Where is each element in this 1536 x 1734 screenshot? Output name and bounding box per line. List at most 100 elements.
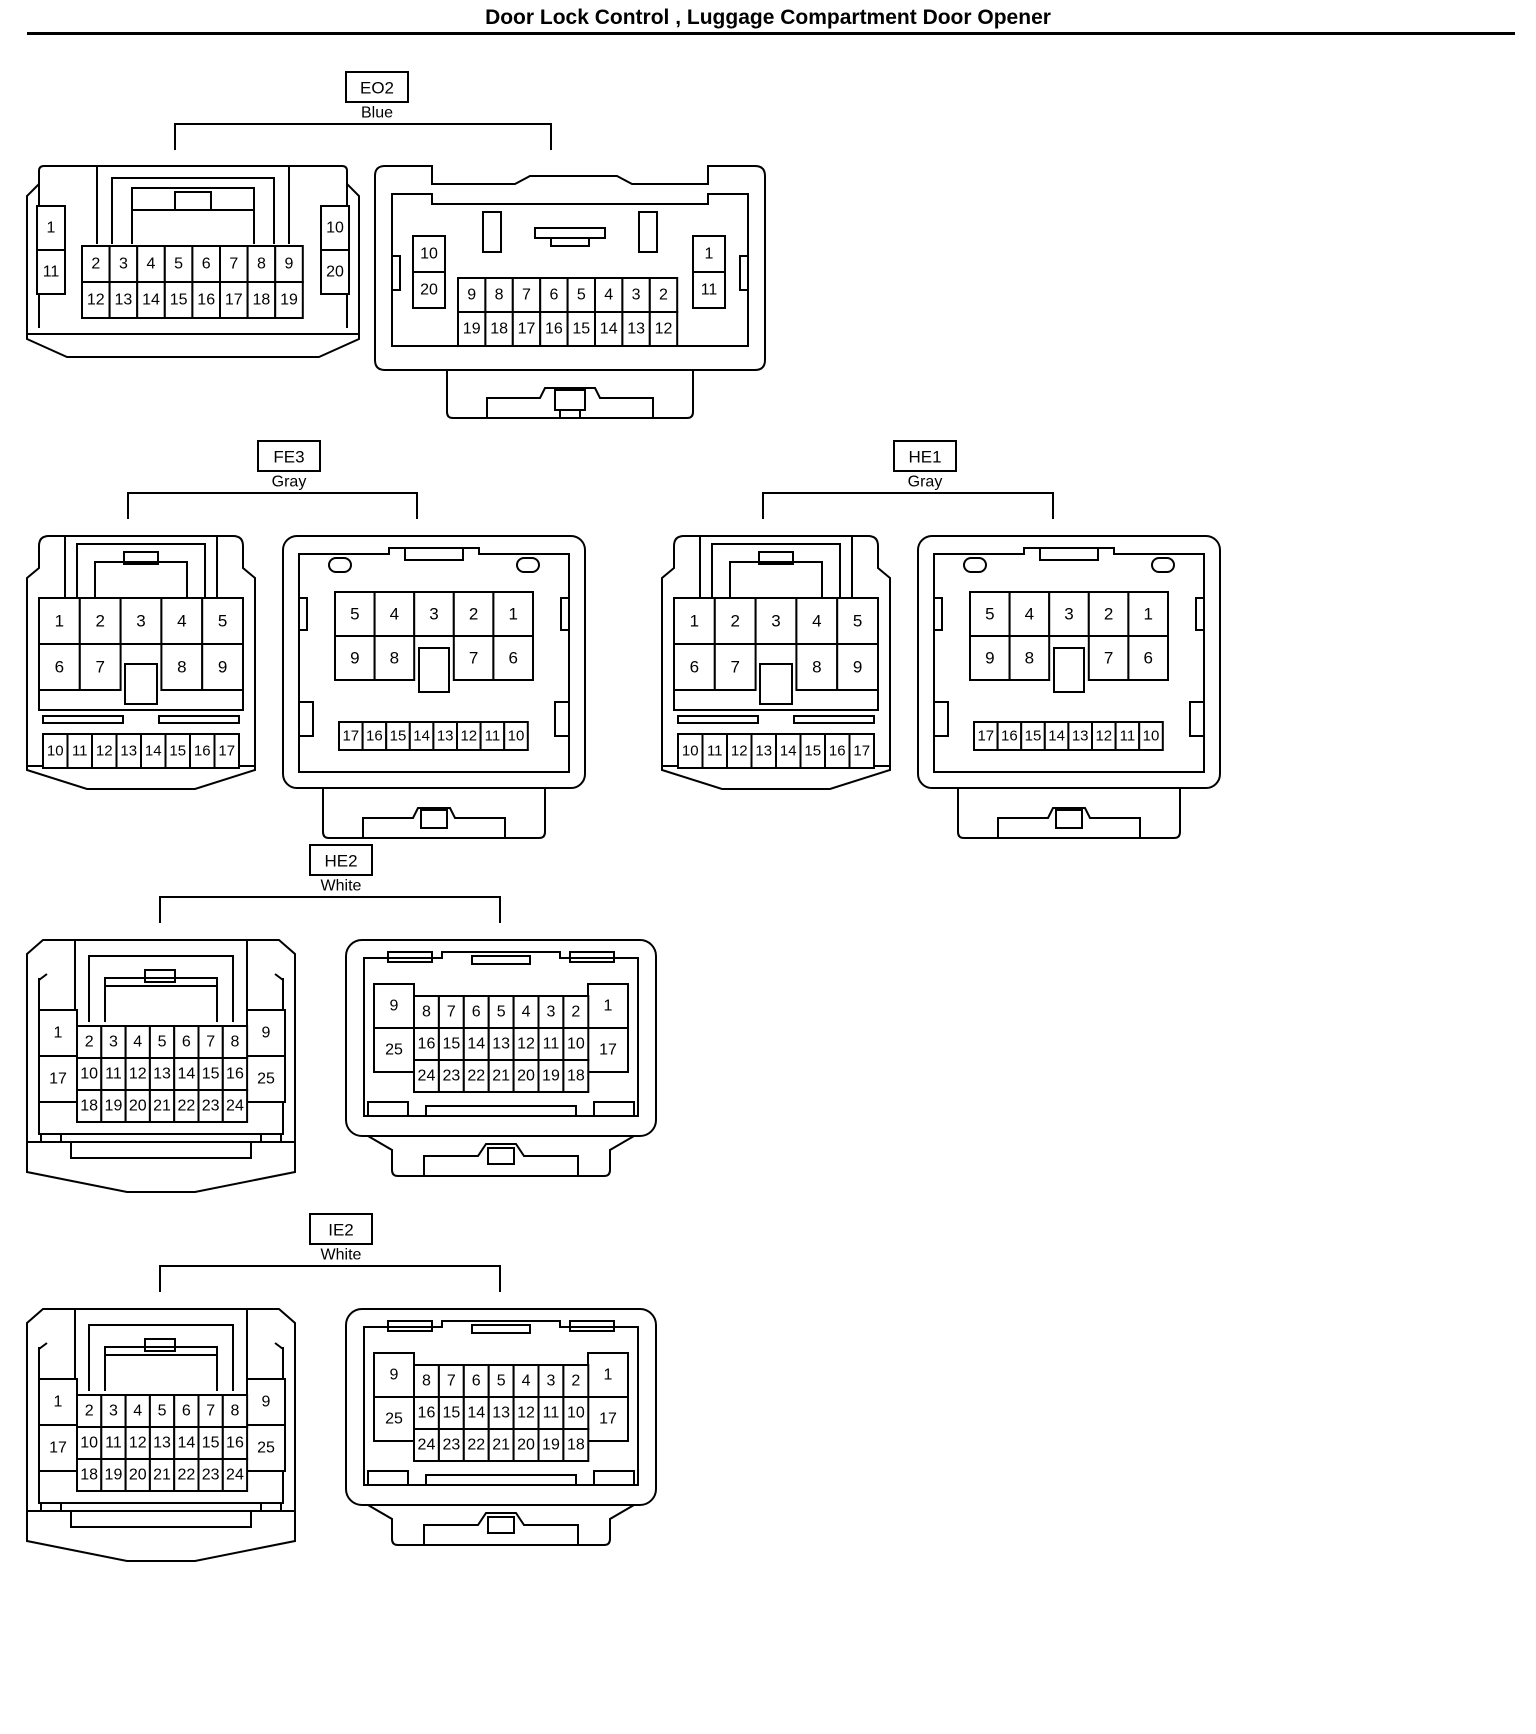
pin-number: 1 xyxy=(508,605,517,624)
pin-number: 17 xyxy=(977,728,994,745)
pin-cell xyxy=(412,271,446,309)
pin-cell xyxy=(38,643,81,691)
pin-number: 5 xyxy=(350,605,359,624)
pin-cell xyxy=(246,1009,286,1057)
pin-cell xyxy=(1138,721,1164,751)
pin-number: 19 xyxy=(280,292,298,309)
pin-number: 8 xyxy=(257,256,266,273)
bracket-line xyxy=(174,123,552,150)
pin-number: 6 xyxy=(472,1373,481,1390)
pin-number: 1 xyxy=(604,998,613,1015)
connector-code: FE3 xyxy=(273,448,304,467)
lock-housing xyxy=(367,1504,635,1546)
pin-number: 16 xyxy=(829,743,846,760)
pin-number: 19 xyxy=(105,1467,123,1484)
pin-number: 12 xyxy=(87,292,105,309)
pin-number: 15 xyxy=(202,1435,220,1452)
lock-lever xyxy=(362,807,506,838)
pin-number: 13 xyxy=(627,321,645,338)
latch-frame xyxy=(38,973,284,1010)
pin-number: 11 xyxy=(72,743,88,760)
lock-tab xyxy=(420,809,448,829)
pin-number: 17 xyxy=(49,1071,67,1088)
lock-lever xyxy=(486,387,654,418)
pin-cell xyxy=(537,1027,565,1061)
pin-number: 13 xyxy=(492,1036,510,1053)
pin-cell xyxy=(197,1458,224,1492)
pin-number: 2 xyxy=(91,256,100,273)
pin-number: 10 xyxy=(567,1036,585,1053)
pin-number: 10 xyxy=(326,220,344,237)
pin-number: 1 xyxy=(604,1367,613,1384)
pin-cell xyxy=(78,643,122,691)
pin-number: 24 xyxy=(226,1467,244,1484)
bottom-rail xyxy=(70,1141,252,1159)
pin-cell xyxy=(1127,635,1170,681)
pin-number: 2 xyxy=(571,1373,580,1390)
pin-cell xyxy=(795,597,839,645)
pin-number: 20 xyxy=(129,1467,147,1484)
connector-housing xyxy=(917,535,1221,789)
pin-number: 16 xyxy=(226,1435,244,1452)
pin-number: 25 xyxy=(385,1042,403,1059)
latch-frame xyxy=(74,1309,248,1391)
pin-cell xyxy=(457,311,487,347)
lock-tab xyxy=(487,1516,515,1534)
pin-number: 13 xyxy=(1072,728,1089,745)
pin-number: 2 xyxy=(730,612,739,631)
pin-number: 8 xyxy=(812,658,821,677)
pin-cell xyxy=(219,245,249,283)
pin-number: 12 xyxy=(129,1435,147,1452)
pin-number: 16 xyxy=(545,321,563,338)
pin-cell xyxy=(373,635,416,681)
pin-number: 15 xyxy=(169,743,186,760)
pin-number: 18 xyxy=(253,292,271,309)
pin-number: 8 xyxy=(422,1373,431,1390)
pin-number: 9 xyxy=(467,287,476,304)
pin-number: 7 xyxy=(522,287,531,304)
pin-cell xyxy=(100,1025,127,1059)
pin-number: 14 xyxy=(177,1435,195,1452)
pin-number: 15 xyxy=(170,292,188,309)
pin-cell xyxy=(197,1057,224,1091)
side-rib xyxy=(391,255,401,291)
pin-cell xyxy=(562,1059,590,1093)
pin-number: 11 xyxy=(701,282,718,299)
side-rib xyxy=(260,1502,282,1512)
lock-tab xyxy=(554,389,586,411)
pin-number: 8 xyxy=(390,649,399,668)
guide-slot xyxy=(471,1324,531,1334)
connector-code-box xyxy=(345,71,409,103)
connector-housing xyxy=(345,1308,657,1506)
pin-number: 5 xyxy=(497,1373,506,1390)
pin-number: 3 xyxy=(632,287,641,304)
pin-number: 14 xyxy=(780,743,797,760)
guide-slot xyxy=(471,955,531,965)
pin-cell xyxy=(969,635,1011,681)
pin-number: 16 xyxy=(194,743,211,760)
pin-number: 4 xyxy=(604,287,613,304)
pin-cell xyxy=(373,1352,415,1398)
latch-frame xyxy=(96,166,290,244)
pin-cell xyxy=(692,271,726,309)
pin-number: 12 xyxy=(96,743,113,760)
pin-number: 12 xyxy=(731,743,748,760)
pin-number: 25 xyxy=(257,1440,275,1457)
pin-cell xyxy=(219,281,249,319)
pin-cell xyxy=(160,597,204,645)
pin-number: 16 xyxy=(418,1405,436,1422)
pin-cell xyxy=(38,1378,78,1426)
lock-lever xyxy=(423,1512,579,1545)
pin-number: 17 xyxy=(49,1440,67,1457)
guide-slot xyxy=(328,557,352,573)
pin-number: 2 xyxy=(85,1034,94,1051)
pin-cell xyxy=(836,643,880,691)
pin-number: 2 xyxy=(95,612,104,631)
lock-housing xyxy=(446,370,694,419)
pin-number: 23 xyxy=(202,1098,220,1115)
pin-number: 20 xyxy=(517,1068,535,1085)
pin-number: 13 xyxy=(153,1066,171,1083)
pin-number: 15 xyxy=(390,728,407,745)
latch-frame xyxy=(711,543,841,598)
